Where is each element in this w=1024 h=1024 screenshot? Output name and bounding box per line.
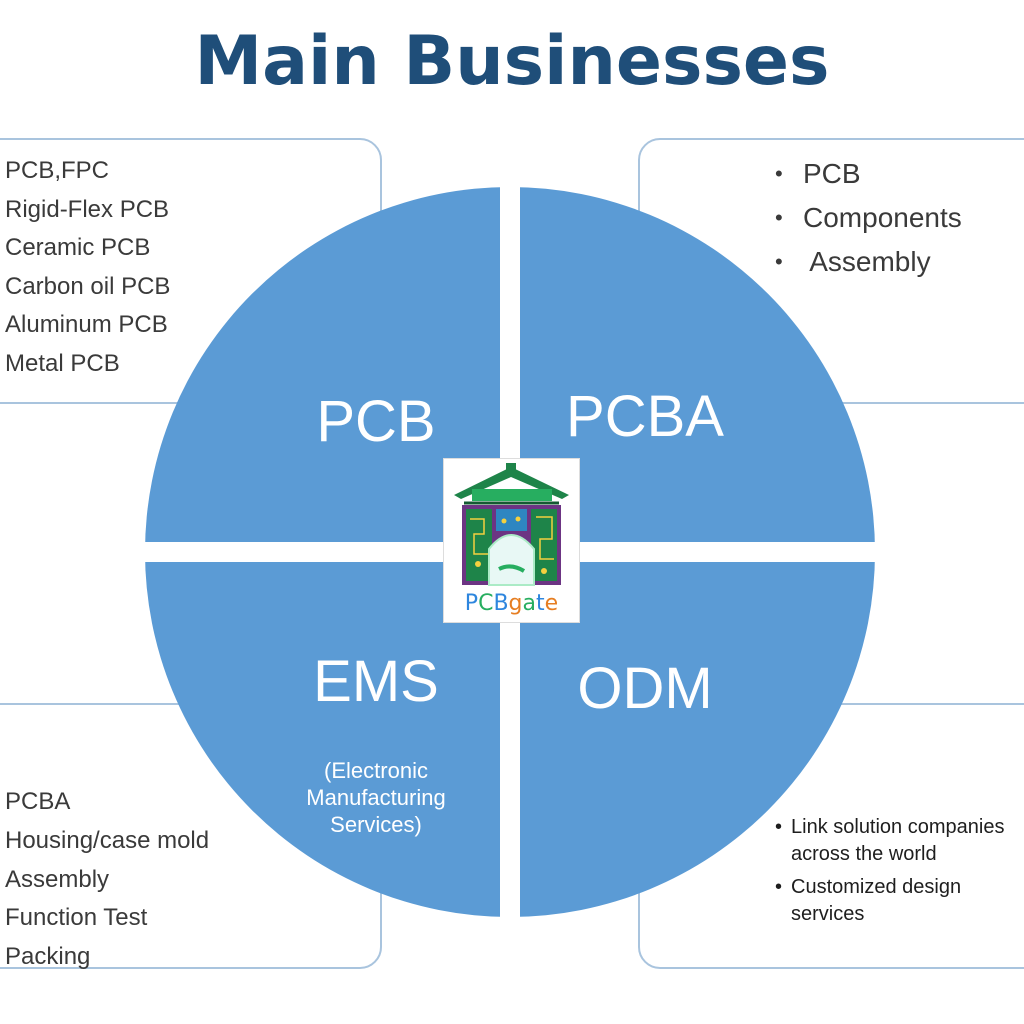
list-item-label: Customized design services bbox=[791, 876, 962, 925]
list-item: Assembly bbox=[5, 865, 110, 893]
pcbgate-logo: PCBgate bbox=[443, 458, 580, 623]
list-item: PCB bbox=[775, 152, 962, 196]
list-item: Rigid-Flex PCB bbox=[5, 195, 170, 223]
ems-label: EMS bbox=[313, 649, 439, 714]
list-item: Customized design services bbox=[775, 874, 1023, 928]
list-item: PCBA bbox=[5, 788, 71, 815]
page-title: Main Businesses bbox=[194, 22, 830, 101]
logo-letter: t bbox=[536, 591, 545, 616]
list-item: Packing bbox=[5, 943, 91, 971]
odm-item-list: Link solution companies across the world… bbox=[775, 814, 1023, 934]
list-item-label: Components bbox=[803, 202, 962, 233]
list-item-label: Link solution companies across the world bbox=[791, 816, 1005, 865]
pcbgate-wordmark: PCBgate bbox=[444, 591, 579, 616]
pcb-item-list: PCB,FPC Rigid-Flex PCB Ceramic PCB Carbo… bbox=[5, 152, 170, 383]
list-item: Carbon oil PCB bbox=[5, 272, 171, 300]
pcba-item-list: PCB Components Assembly bbox=[775, 152, 962, 284]
list-item: Assembly bbox=[775, 240, 962, 284]
list-item: Link solution companies across the world bbox=[775, 814, 1023, 868]
logo-letter: P bbox=[464, 591, 479, 616]
list-item: Ceramic PCB bbox=[5, 234, 151, 261]
ems-subtitle-line: (Electronic bbox=[324, 758, 428, 783]
ems-subtitle: (Electronic Manufacturing Services) bbox=[276, 757, 476, 838]
list-item: Housing/case mold bbox=[5, 826, 210, 854]
logo-letter: g bbox=[508, 591, 523, 616]
logo-letter: a bbox=[522, 591, 536, 616]
list-item-label: Assembly bbox=[803, 246, 931, 277]
pcbgate-gate-icon bbox=[454, 463, 569, 586]
pcb-label: PCB bbox=[316, 389, 436, 454]
ems-subtitle-line: Services) bbox=[330, 812, 422, 837]
list-item: Aluminum PCB bbox=[5, 311, 168, 338]
logo-letter: B bbox=[493, 591, 509, 616]
list-item-label: PCB bbox=[803, 158, 861, 189]
logo-letter: C bbox=[478, 591, 494, 616]
logo-letter: e bbox=[544, 591, 559, 616]
ems-item-list: PCBA Housing/case mold Assembly Function… bbox=[5, 783, 209, 977]
odm-label: ODM bbox=[577, 656, 713, 721]
list-item: Function Test bbox=[5, 904, 148, 932]
ems-subtitle-line: Manufacturing bbox=[306, 785, 446, 810]
list-item: Components bbox=[775, 196, 962, 240]
list-item: PCB,FPC bbox=[5, 157, 110, 184]
list-item: Metal PCB bbox=[5, 349, 120, 377]
pcba-label: PCBA bbox=[566, 384, 724, 449]
